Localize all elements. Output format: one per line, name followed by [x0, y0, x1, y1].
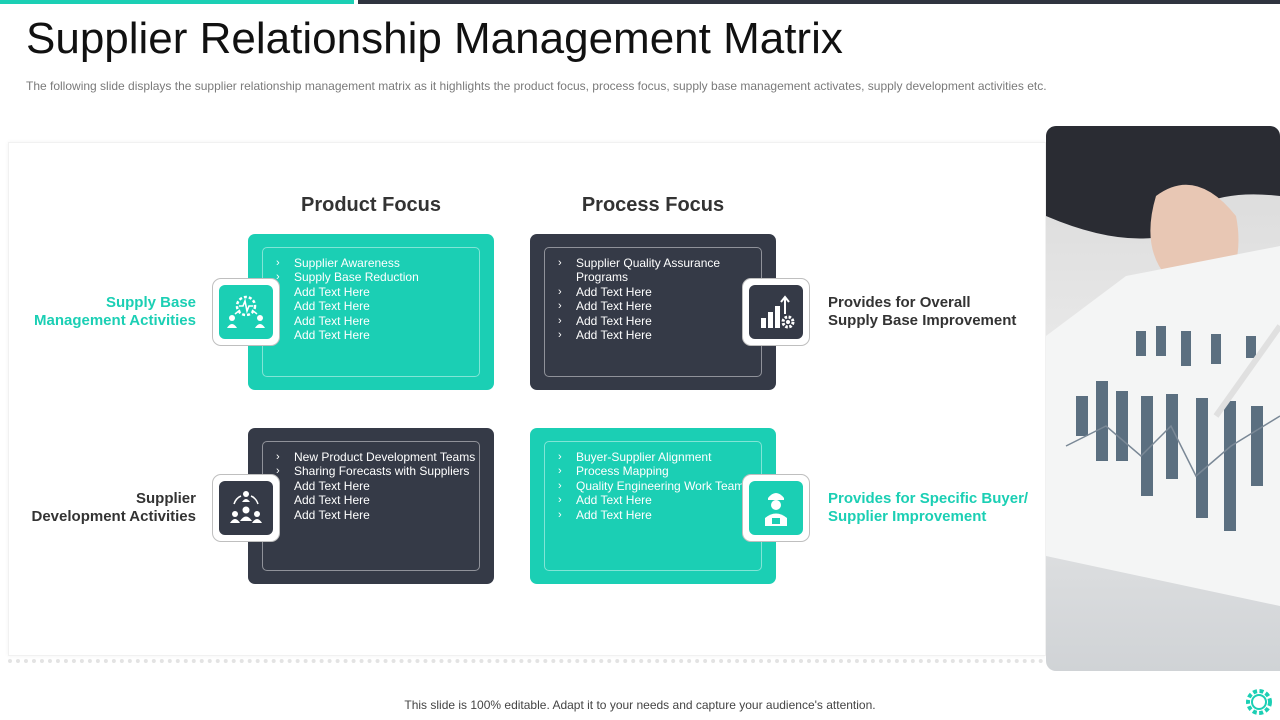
team-development-icon	[230, 491, 262, 523]
list-item-text: Add Text Here	[576, 284, 652, 299]
chevron-right-icon: ›	[558, 465, 562, 478]
chevron-right-icon: ›	[558, 314, 562, 327]
list-item-text: Supplier Awareness	[294, 256, 400, 270]
list-item-text: Add Text Here	[294, 284, 370, 299]
row-label-line: Supplier	[135, 490, 196, 507]
list-item: › Quality Engineering Work Teams	[558, 479, 762, 493]
list-item: › Add Text Here	[558, 508, 762, 522]
right-label-specific-improvement: Provides for Specific Buyer/ Supplier Im…	[828, 490, 1028, 526]
row-label-supply-base: Supply Base Management Activities	[34, 294, 196, 330]
growth-gear-chart-icon	[761, 295, 795, 329]
list-item: ›Add Text Here	[276, 299, 480, 313]
list-item: › Supplier Awareness	[276, 256, 480, 270]
chevron-right-icon: ›	[558, 451, 562, 463]
worker-icon-box	[742, 474, 810, 542]
list-item-text: Add Text Here	[294, 493, 370, 508]
right-label-line: Provides for Overall	[828, 294, 971, 311]
page-subtitle: The following slide displays the supplie…	[26, 79, 1047, 93]
list-item: › Supply Base Reduction	[276, 270, 480, 284]
card-list: › Buyer-Supplier Alignment › Process Mappin…	[558, 450, 762, 522]
supply-network-icon	[227, 295, 265, 328]
list-item-text: Add Text Here	[294, 507, 370, 522]
list-item: › Add Text Here	[558, 285, 762, 299]
chevron-right-icon: ›	[558, 494, 562, 507]
list-item-text: Buyer-Supplier Alignment	[576, 450, 712, 464]
list-item-text: Add Text Here	[576, 313, 652, 328]
chevron-right-icon: ›	[276, 257, 280, 269]
chevron-right-icon: ›	[558, 479, 562, 492]
list-item-text: Add Text Here	[294, 328, 370, 343]
column-header-process-focus: Process Focus	[581, 194, 725, 216]
list-item: › Supplier Quality Assurance Programs	[558, 256, 762, 285]
chevron-right-icon: ›	[276, 451, 280, 463]
list-item-text: Add Text Here	[576, 493, 652, 508]
column-header-product-focus: Product Focus	[300, 194, 441, 216]
list-item-text: Process Mapping	[576, 464, 669, 479]
list-item-text: Add Text Here	[576, 328, 652, 343]
chevron-right-icon: ›	[558, 257, 562, 269]
dotted-divider	[8, 659, 1044, 667]
list-item-text: Quality Engineering Work Teams	[576, 478, 751, 493]
list-item: › Add Text Here	[558, 493, 762, 507]
photo-illustration	[1046, 126, 1280, 671]
card-list: › Supplier Awareness › Supply Base Reductio…	[276, 256, 480, 342]
list-item-text: Add Text Here	[576, 299, 652, 314]
right-label-line: Supply Base Improvement	[828, 312, 1017, 329]
chevron-right-icon: ›	[276, 465, 280, 478]
chevron-right-icon: ›	[276, 271, 280, 284]
list-item-text: Supply Base Reduction	[294, 270, 419, 285]
list-item: › Process Mapping	[558, 464, 762, 478]
list-item-text: Add Text Here	[294, 299, 370, 314]
business-analysis-photo	[1046, 126, 1280, 671]
list-item: ›Add Text Here	[276, 285, 480, 299]
right-label-line: Supplier Improvement	[828, 508, 987, 525]
worker-icon	[765, 493, 787, 526]
list-item: ›Add Text Here	[276, 493, 480, 507]
gear-logo-icon	[1246, 689, 1272, 715]
list-item: › Buyer-Supplier Alignment	[558, 450, 762, 464]
card-list: › Supplier Quality Assurance Programs › Add…	[558, 256, 762, 342]
top-accent-bar-teal	[0, 0, 354, 4]
list-item: ›Add Text Here	[276, 314, 480, 328]
row-label-supplier-development: Supplier Development Activities	[32, 490, 197, 526]
row-label-line: Supply Base	[105, 294, 196, 311]
top-accent-bar-dark	[358, 0, 1280, 4]
supply-network-icon-box	[212, 278, 280, 346]
chevron-right-icon: ›	[558, 329, 562, 342]
team-development-icon-box	[212, 474, 280, 542]
chevron-right-icon: ›	[558, 300, 562, 313]
row-label-line: Development Activities	[31, 508, 197, 525]
card-process-supplier-development: › Buyer-Supplier Alignment › Process Mappin…	[530, 428, 776, 584]
chevron-right-icon: ›	[558, 508, 562, 521]
list-item: › New Product Development Teams	[276, 450, 480, 464]
card-product-supplier-development: › New Product Development Teams › Sharing F…	[248, 428, 494, 584]
page-title: Supplier Relationship Management Matrix	[26, 14, 843, 63]
right-label-overall-improvement: Provides for Overall Supply Base Improve…	[828, 294, 1016, 330]
list-item-text: Sharing Forecasts with Suppliers	[294, 464, 470, 479]
list-item-text: Add Text Here	[294, 478, 370, 493]
list-item: ›Add Text Here	[276, 479, 480, 493]
card-product-supply-base: › Supplier Awareness › Supply Base Reductio…	[248, 234, 494, 390]
row-label-line: Management Activities	[34, 312, 196, 329]
list-item: › Add Text Here	[558, 314, 762, 328]
list-item: ›Add Text Here	[276, 328, 480, 342]
card-list: › New Product Development Teams › Sharing F…	[276, 450, 480, 522]
list-item: › Add Text Here	[558, 328, 762, 342]
list-item-text: New Product Development Teams	[294, 450, 476, 464]
growth-gear-chart-icon-box	[742, 278, 810, 346]
footer-note: This slide is 100% editable. Adapt it to…	[404, 698, 876, 712]
list-item-text: Add Text Here	[576, 507, 652, 522]
list-item-text: Add Text Here	[294, 313, 370, 328]
chevron-right-icon: ›	[558, 285, 562, 298]
list-item: › Add Text Here	[558, 299, 762, 313]
right-label-line: Provides for Specific Buyer/	[828, 490, 1029, 507]
list-item: ›Add Text Here	[276, 508, 480, 522]
card-process-supply-base: › Supplier Quality Assurance Programs › Add…	[530, 234, 776, 390]
list-item-text: Supplier Quality Assurance Programs	[576, 256, 721, 285]
list-item: › Sharing Forecasts with Suppliers	[276, 464, 480, 478]
matrix-panel	[8, 142, 1046, 656]
